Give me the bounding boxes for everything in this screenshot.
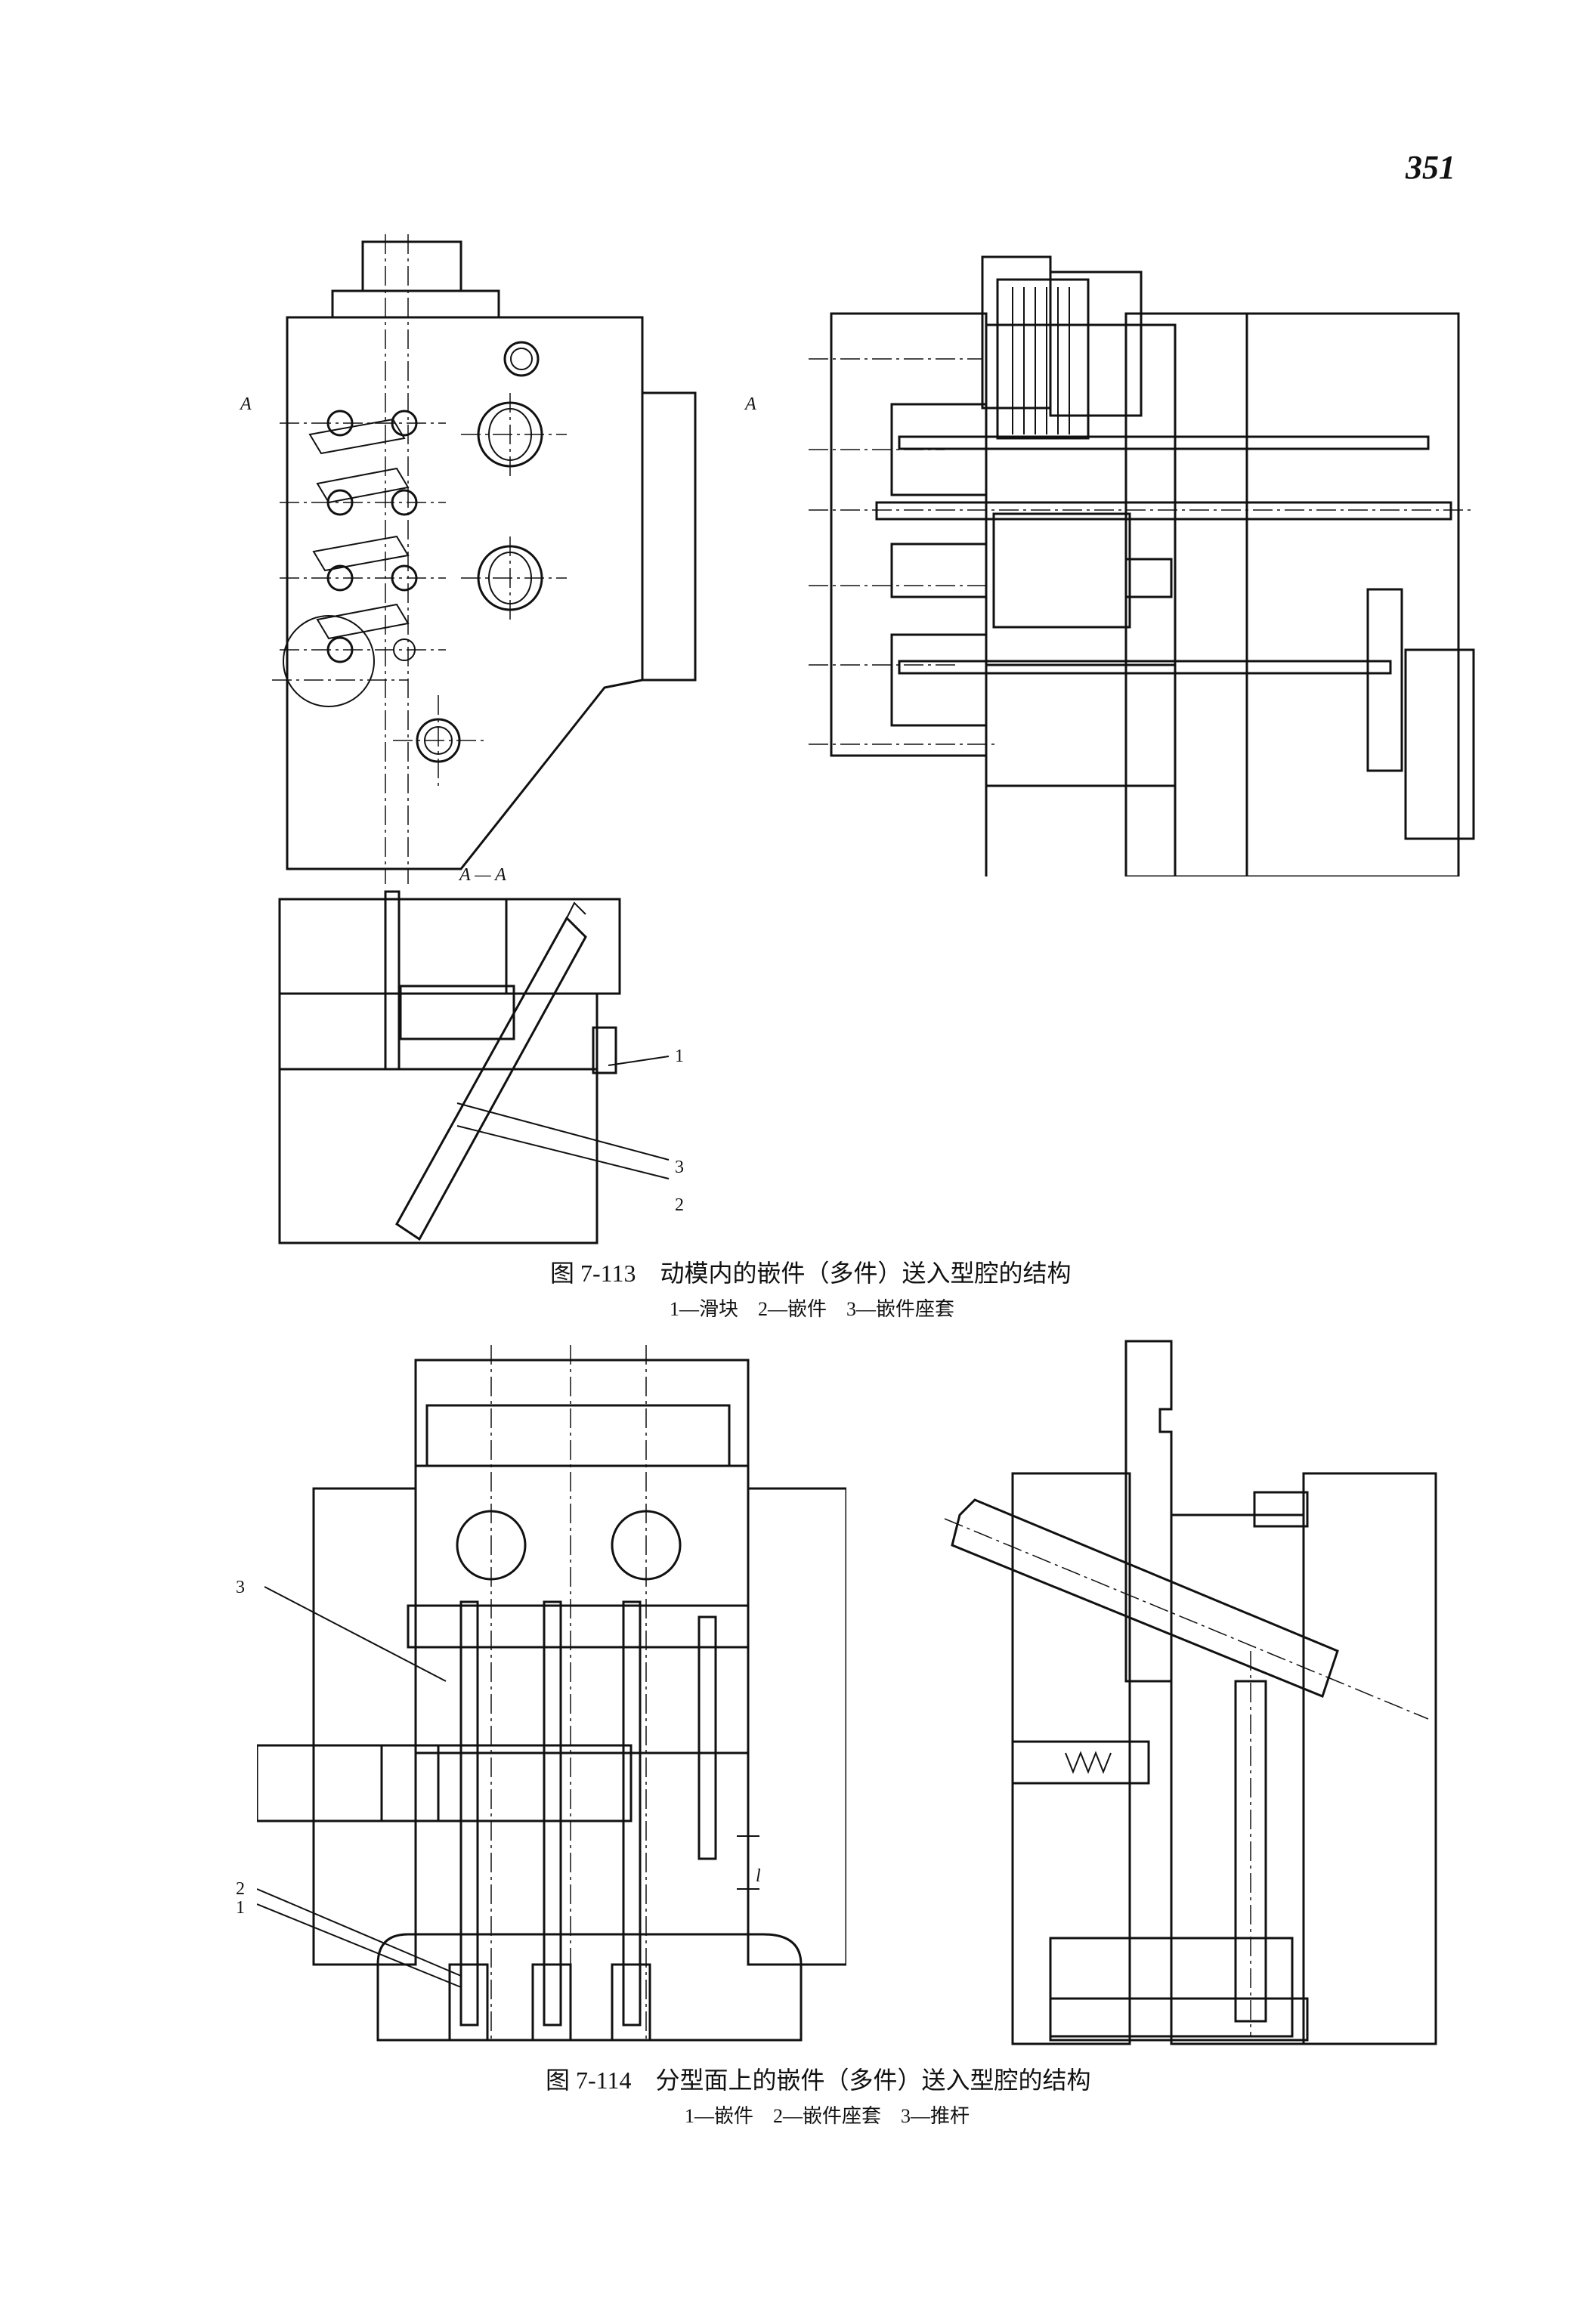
fig114-callout-1: 1 <box>236 1898 245 1918</box>
fig114-legend: 1—嵌件 2—嵌件座套 3—推杆 <box>685 2105 970 2127</box>
fig114-callout-2: 2 <box>236 1879 245 1899</box>
fig113-legend: 1—滑块 2—嵌件 3—嵌件座套 <box>670 1298 955 1320</box>
fig113-caption: 图 7-113 动模内的嵌件（多件）送入型腔的结构 <box>550 1260 1072 1287</box>
fig114-caption: 图 7-114 分型面上的嵌件（多件）送入型腔的结构 <box>546 2067 1091 2094</box>
fig114-dim-label: l <box>756 1866 761 1886</box>
fig113-callout-1: 1 <box>675 1046 684 1066</box>
fig114-side-section-drawing <box>944 1340 1437 2045</box>
fig114-callout-3: 3 <box>236 1578 245 1597</box>
fig113-section-aa-drawing <box>278 890 670 1244</box>
section-mark-right: A <box>745 394 756 414</box>
page-number: 351 <box>1406 149 1455 186</box>
fig113-callout-3: 3 <box>675 1158 684 1177</box>
section-label-aa: A — A <box>459 865 506 885</box>
fig114-front-section-drawing <box>257 1345 846 2042</box>
fig113-callout-2: 2 <box>675 1195 684 1215</box>
fig113-side-section-drawing <box>809 255 1475 876</box>
section-mark-left: A <box>240 394 252 414</box>
fig113-plan-view-drawing <box>272 234 697 884</box>
